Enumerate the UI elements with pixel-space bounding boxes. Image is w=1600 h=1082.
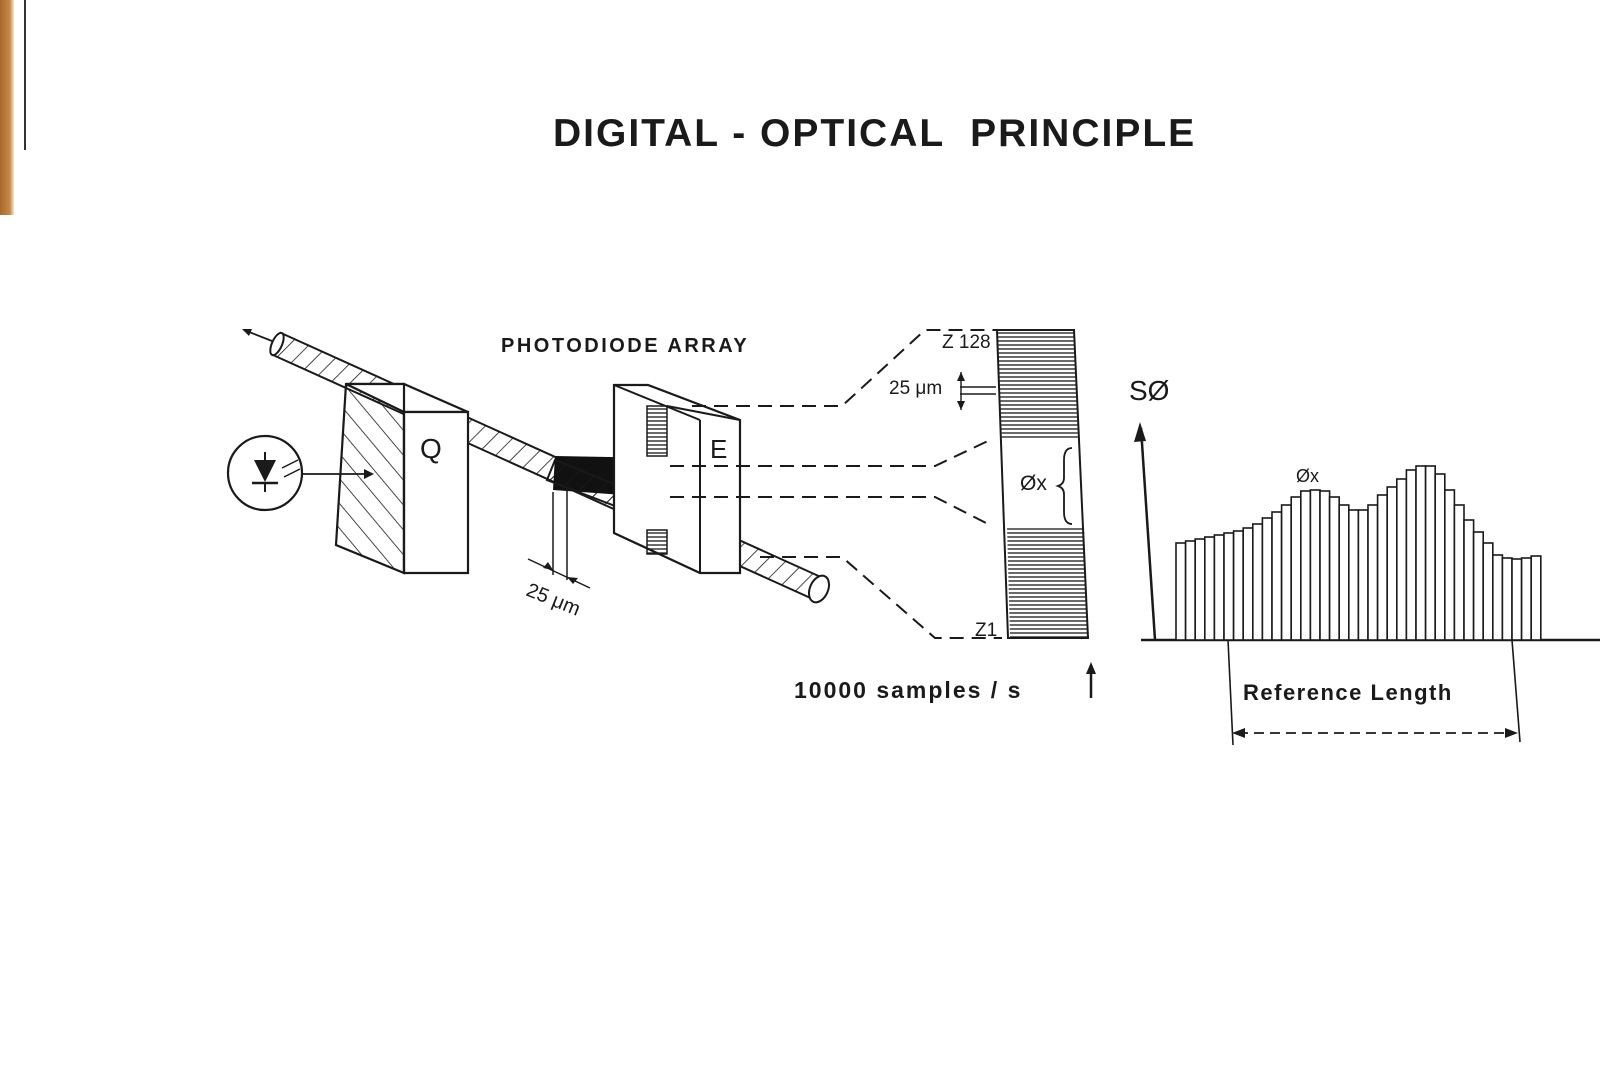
- signal-bar: [1348, 509, 1360, 641]
- signal-bar: [1367, 504, 1379, 641]
- signal-bar: [1223, 532, 1235, 641]
- signal-bar: [1280, 504, 1292, 641]
- signal-bar: [1492, 554, 1504, 641]
- y-axis-arrow: [1134, 422, 1146, 442]
- signal-bar: [1328, 496, 1340, 641]
- signal-bar: [1194, 538, 1206, 641]
- signal-bar: [1501, 557, 1513, 641]
- pitch-label: 25 μm: [889, 378, 942, 399]
- block-e-label: E: [710, 434, 727, 464]
- signal-bar: [1213, 534, 1225, 641]
- signal-bar: [1424, 465, 1436, 641]
- signal-plot: SØ Øx: [1129, 375, 1600, 642]
- signal-bar: [1482, 542, 1494, 641]
- paper-edge-line: [24, 0, 26, 150]
- page-title: DIGITAL - OPTICAL PRINCIPLE: [553, 112, 1197, 155]
- signal-bar: [1204, 536, 1216, 641]
- block-q-label: Q: [420, 433, 442, 464]
- signal-bar: [1472, 531, 1484, 641]
- photodiode-array-label: PHOTODIODE ARRAY: [501, 335, 749, 357]
- signal-bar: [1175, 542, 1187, 641]
- reference-length: Reference Length: [1227, 639, 1521, 746]
- signal-bar: [1252, 523, 1264, 641]
- block-q: Q: [334, 382, 470, 575]
- z128-label: Z 128: [942, 332, 991, 353]
- signal-bar: [1242, 527, 1254, 641]
- signal-bar: [1434, 473, 1446, 641]
- signal-bar: [1453, 504, 1465, 641]
- signal-bar: [1290, 496, 1302, 641]
- reference-length-label: Reference Length: [1243, 680, 1453, 705]
- wire-sample-label: 25 μm: [523, 579, 583, 620]
- y-axis: [1139, 427, 1157, 641]
- signal-bar: [1415, 465, 1427, 641]
- peak-label: Øx: [1296, 466, 1319, 486]
- sample-rate-label: 10000 samples / s: [794, 677, 1022, 703]
- sample-dimension: 25 μm: [523, 490, 591, 621]
- signal-bar: [1386, 486, 1398, 641]
- signal-bar: [1444, 489, 1456, 641]
- z1-label: Z1: [975, 620, 997, 641]
- signal-bar: [1319, 490, 1331, 641]
- paper-edge: [0, 0, 14, 215]
- brace-icon: [1055, 447, 1073, 525]
- signal-bar: [1271, 511, 1283, 641]
- block-e: E: [612, 383, 742, 575]
- signal-axis-label: SØ: [1129, 375, 1169, 406]
- signal-bars: [1175, 465, 1542, 641]
- signal-bar: [1405, 469, 1417, 641]
- signal-bar: [1338, 504, 1350, 641]
- signal-bar: [1357, 509, 1369, 641]
- signal-bar: [1261, 517, 1273, 641]
- signal-bar: [1232, 530, 1244, 641]
- signal-bar: [1309, 489, 1321, 641]
- projection-lines: [670, 329, 1002, 639]
- signal-bar: [1530, 555, 1542, 641]
- signal-bar: [1520, 557, 1532, 641]
- signal-bar: [1396, 478, 1408, 641]
- diode-icon: [254, 460, 276, 482]
- signal-bar: [1376, 494, 1388, 641]
- sample-rate-arrow: [1086, 662, 1096, 698]
- signal-bar: [1511, 558, 1523, 641]
- signal-bar: [1184, 540, 1196, 641]
- detector-array: Z 128 Z1 25 μm Øx: [889, 329, 1090, 641]
- signal-bar: [1463, 519, 1475, 641]
- diameter-label: Øx: [1020, 472, 1047, 495]
- signal-bar: [1300, 490, 1312, 641]
